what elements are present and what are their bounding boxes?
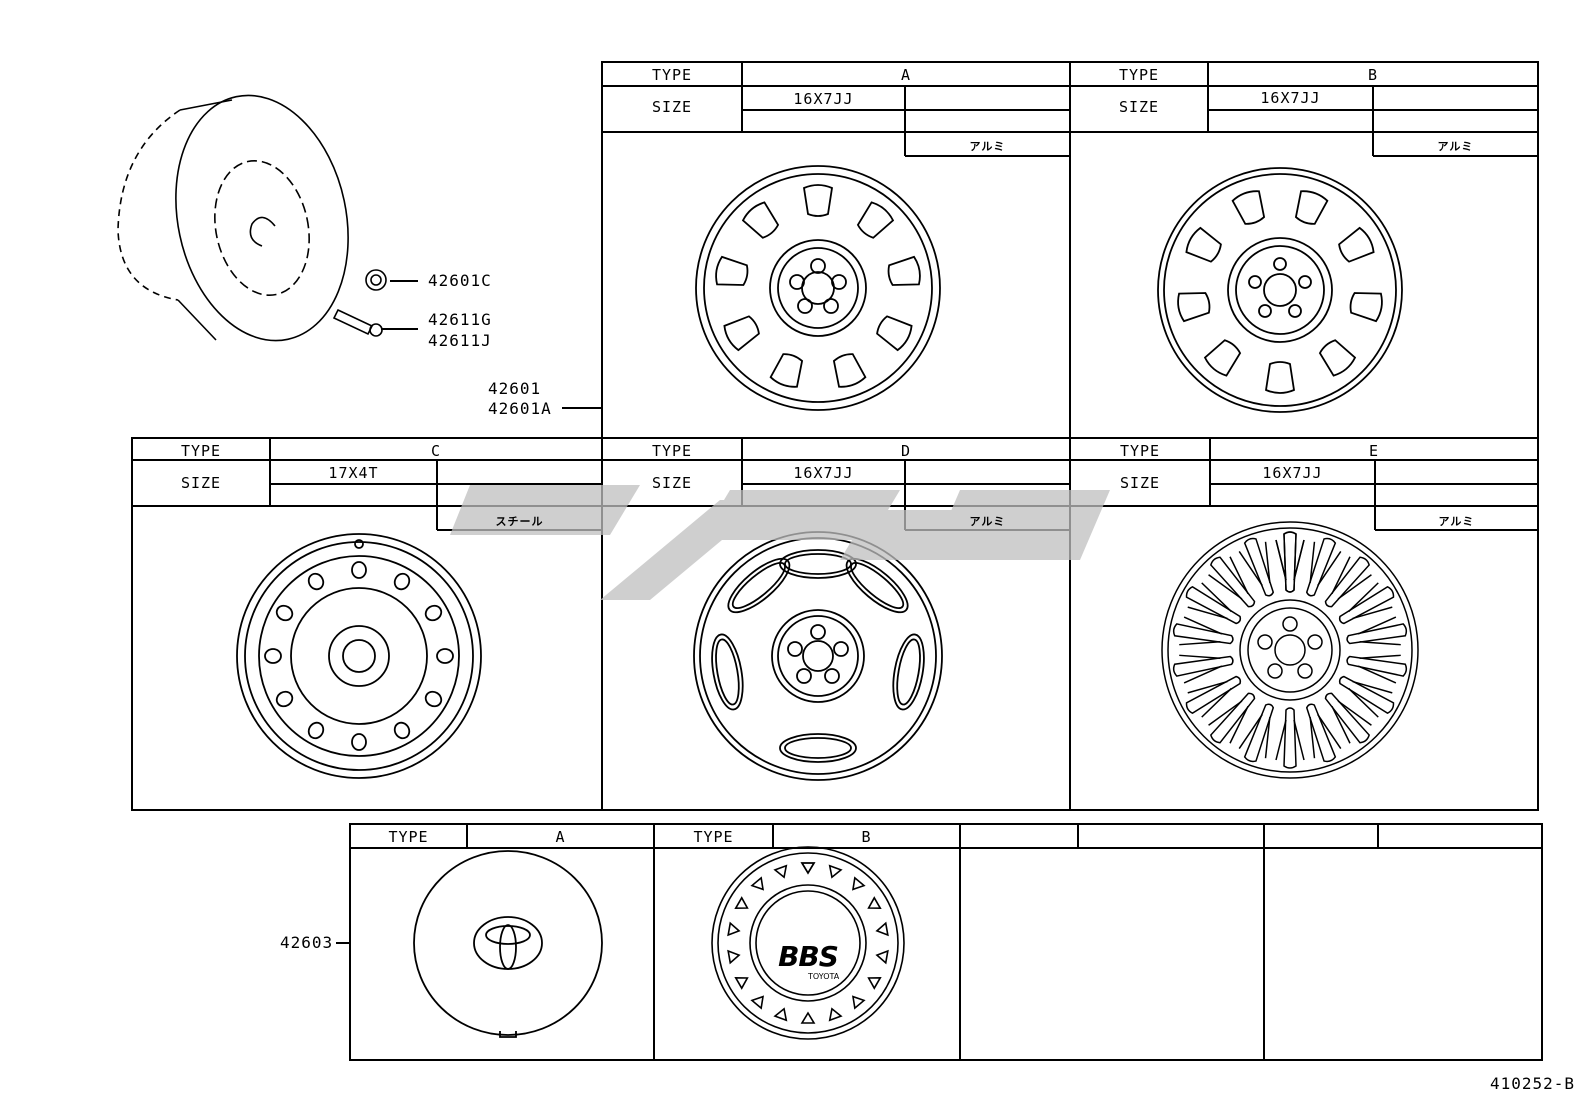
callout-valve-2: 42611J <box>428 331 492 350</box>
type-label-c: TYPE <box>180 442 222 460</box>
cap-type-b-drawing <box>711 846 905 1040</box>
callout-ornament: 42603 <box>280 933 334 952</box>
type-value-a: A <box>900 66 912 84</box>
type-label-b: TYPE <box>1118 66 1160 84</box>
type-value-c: C <box>430 442 442 460</box>
cap-type-value-b: B <box>861 828 872 846</box>
callout-nut: 42601C <box>428 271 492 290</box>
material-c: スチール <box>495 515 544 528</box>
wheel-type-d-drawing <box>693 531 943 781</box>
size-label-d: SIZE <box>651 474 693 492</box>
figure-id: 410252-B <box>1490 1074 1576 1093</box>
cap-type-value-a: A <box>555 828 566 846</box>
type-value-e: E <box>1368 442 1380 460</box>
type-value-b: B <box>1367 66 1379 84</box>
spare-wheel-drawing <box>117 94 387 342</box>
callout-wheel-2: 42601A <box>488 399 552 418</box>
size-value-a: 16X7JJ <box>793 90 854 108</box>
size-label-c: SIZE <box>180 474 222 492</box>
bottom-frame <box>349 823 1543 1061</box>
bbs-sublogo: TOYOTA <box>808 972 840 981</box>
type-label-e: TYPE <box>1119 442 1161 460</box>
material-e: アルミ <box>1438 515 1475 528</box>
type-label-a: TYPE <box>651 66 693 84</box>
size-value-e: 16X7JJ <box>1262 464 1323 482</box>
wheel-type-b-drawing <box>1157 167 1403 413</box>
bbs-logo: BBS <box>778 940 839 973</box>
wheel-type-c-drawing <box>236 533 482 779</box>
size-label-b: SIZE <box>1118 98 1160 116</box>
cap-type-a-drawing <box>413 850 603 1038</box>
callout-valve-1: 42611G <box>428 310 492 329</box>
size-label-e: SIZE <box>1119 474 1161 492</box>
wheel-type-e-drawing <box>1161 521 1419 779</box>
size-value-c: 17X4T <box>328 464 379 482</box>
middle-frame <box>131 437 1539 811</box>
cap-type-label-a: TYPE <box>388 828 429 846</box>
size-value-b: 16X7JJ <box>1260 89 1321 107</box>
material-b: アルミ <box>1437 140 1474 153</box>
type-label-d: TYPE <box>651 442 693 460</box>
watermark-logo <box>450 485 1110 600</box>
material-a: アルミ <box>969 140 1006 153</box>
wheel-type-a-drawing <box>695 165 941 411</box>
cap-type-label-b: TYPE <box>693 828 734 846</box>
callout-wheel-1: 42601 <box>488 379 542 398</box>
size-value-d: 16X7JJ <box>793 464 854 482</box>
type-value-d: D <box>900 442 912 460</box>
size-label-a: SIZE <box>651 98 693 116</box>
material-d: アルミ <box>969 515 1006 528</box>
